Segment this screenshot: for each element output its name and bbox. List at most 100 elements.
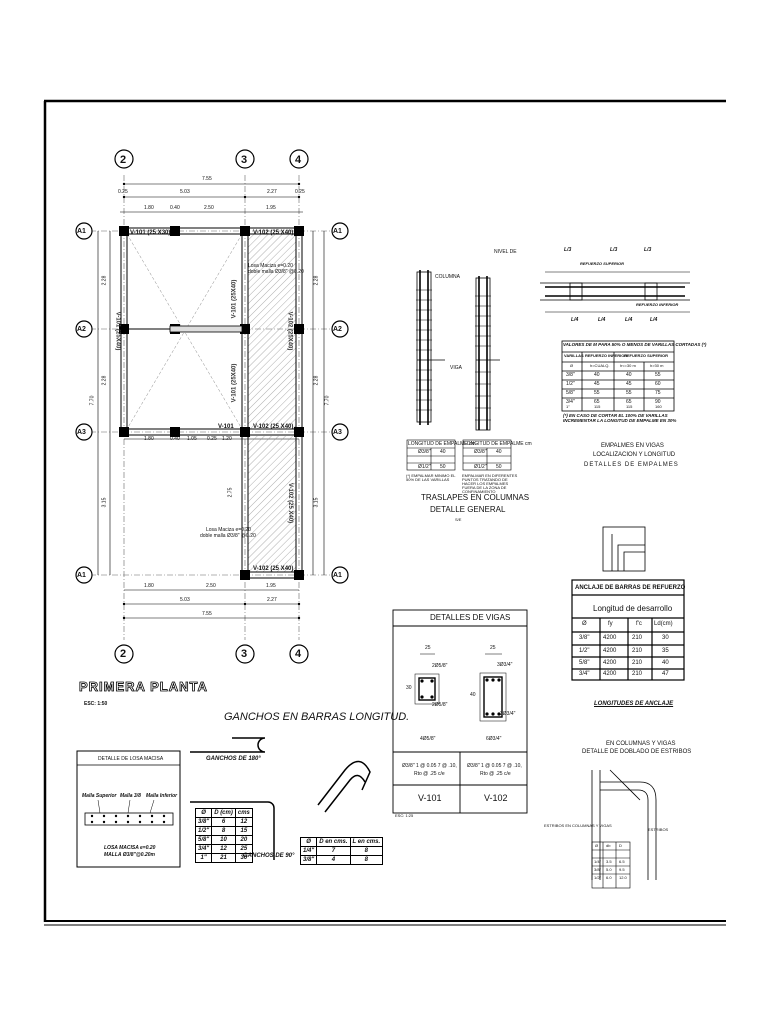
dim-t1: 1.80	[144, 205, 154, 211]
column-scale: S/E	[455, 517, 462, 522]
table-cell: 10	[211, 835, 236, 845]
splice-r4-c2: 65	[594, 399, 600, 405]
beam-label-vertical-right: V-102 (25X40)	[286, 311, 293, 351]
dim-m3: 1.05	[187, 436, 197, 442]
anchor-r2-c2: 4200	[603, 648, 617, 654]
dim-b-top: 2.27	[267, 189, 277, 195]
beam-v101-total-bars: 4Ø5/8"	[420, 736, 436, 742]
hook-180-label: GANCHOS DE 180°	[206, 756, 261, 762]
beam-details-scale: ESC: 1:25	[395, 813, 414, 818]
column-label: COLUMNA	[435, 274, 461, 280]
table-cell: 3/4"	[194, 844, 213, 854]
splice-r1-c2: 40	[594, 372, 600, 378]
axis-label-2-top: 2	[120, 154, 127, 166]
anchor-r2-c1: 1/2"	[579, 648, 590, 654]
slab-detail-note-1: LOSA MACISA e=0.20	[104, 845, 156, 851]
beam-label-vertical-right-2: V-102 (25 X40)	[287, 482, 294, 524]
splice-caption-3: DETALLES DE EMPALMES	[584, 462, 679, 468]
dim-bottom-a: 5.03	[180, 597, 190, 603]
beam-v101-stirrups: Ø3/8" 1 @ 0.05 7 @ .10,	[402, 763, 457, 769]
column-table-a-r1c1: Ø3/8"	[418, 449, 431, 455]
table-cell: 5/8"	[194, 835, 213, 845]
splice-head-2: REFUERZO INFERIOR	[585, 353, 628, 358]
splice-r5-c1: 1"	[566, 404, 570, 409]
table-cell: 3/8"	[299, 855, 318, 865]
beam-label-v101-mid: V-101	[218, 424, 234, 430]
column-table-b-r2c1: Ø1/2"	[474, 464, 487, 470]
table-cell: 20	[234, 835, 253, 845]
dim-bottom-b: 2.27	[267, 597, 277, 603]
slab-note-4: doble malla Ø3/8" @0.20	[200, 533, 256, 539]
dim-left-1: 2.28	[101, 275, 108, 286]
beam-v101-top-bars: 2Ø5/8"	[432, 663, 448, 669]
column-table-b-r2c2: 50	[496, 464, 502, 470]
dim-bottom-total: 7.55	[202, 611, 212, 617]
table-cell: 1/4"	[299, 846, 318, 856]
column-table-a-r1c2: 40	[440, 449, 446, 455]
slab-detail-note-2: MALLA Ø3/8"@0.20m	[104, 852, 155, 858]
table-cell: 3/8"	[194, 817, 213, 827]
splice-sub-1: Ø	[570, 363, 574, 368]
anchor-r3-c2: 4200	[603, 660, 617, 666]
dim-c2: 0.25	[295, 189, 305, 195]
stirrup-r2-c2: 5.0	[606, 867, 612, 872]
dim-right-1: 2.28	[313, 275, 320, 286]
dim-m5: 1.20	[222, 436, 232, 442]
stirrup-caption-2: DETALLE DE DOBLADO DE ESTRIBOS	[582, 749, 692, 755]
anchor-subtitle: Longitud de desarrollo	[593, 604, 673, 613]
plan-title: PRIMERA PLANTA	[79, 679, 208, 694]
slab-note-2: doble malla Ø3/8" @0.20	[248, 269, 304, 275]
column-table-a-r2c2: 50	[440, 464, 446, 470]
stirrup-r1-c3: 6.5	[619, 859, 625, 864]
beam-v102-width: 25	[490, 645, 496, 651]
axis-label-a3-left: A3	[77, 429, 86, 436]
table-cell: cms	[234, 808, 253, 818]
dim-m2: 0.40	[170, 436, 180, 442]
axis-label-a1-left: A1	[77, 228, 86, 235]
splice-r1-c1: 3/8"	[566, 372, 575, 378]
beam-v101-width: 25	[425, 645, 431, 651]
beam-name-v101: V-101	[418, 793, 442, 803]
anchor-r1-c1: 3/8"	[579, 635, 590, 641]
dim-left-2: 2.28	[101, 375, 108, 386]
splice-r3-c3: 55	[626, 390, 632, 396]
splice-bottom-reinforcement: REFUERZO INFERIOR	[636, 302, 679, 307]
column-table-a-r2c1: Ø1/2"	[418, 464, 431, 470]
splice-r4-c4: 90	[655, 399, 661, 405]
stirrup-r3-c2: 6.0	[606, 875, 612, 880]
anchor-head-4: Ld(cm)	[654, 621, 673, 627]
splice-r3-c1: 5/8"	[566, 390, 575, 396]
splice-r3-c2: 55	[594, 390, 600, 396]
beam-v102-top-bars: 3Ø3/4"	[497, 662, 513, 668]
stirrup-r1-c2: 3.5	[606, 859, 612, 864]
splice-l4-a: L/4	[571, 317, 579, 323]
axis-label-a3-right: A3	[333, 429, 342, 436]
beam-v102-stirrups-rest: Rto @ .25 c/e	[480, 771, 511, 777]
splice-caption-1: EMPALMES EN VIGAS	[601, 443, 664, 449]
anchor-r2-c3: 210	[632, 648, 643, 654]
column-level-label: NIVEL DE	[494, 249, 517, 255]
dim-mid-vertical: 2.75	[227, 487, 234, 498]
beam-v101-stirrups-rest: Rto @ .25 c/e	[414, 771, 445, 777]
dim-right-total: 7.70	[324, 395, 331, 406]
beam-label-vertical-left: V-101 (25X40)	[114, 311, 121, 351]
beam-v102-total-bars: 6Ø3/4"	[486, 736, 502, 742]
axis-label-4-bottom: 4	[295, 648, 302, 660]
table-cell: 8	[349, 846, 384, 856]
beam-details-title: DETALLES DE VIGAS	[430, 613, 511, 622]
splice-r5-c3: 115	[626, 404, 633, 409]
dim-c1: 0.25	[118, 189, 128, 195]
table-cell: 8	[211, 826, 236, 836]
anchor-r1-c2: 4200	[603, 635, 617, 641]
anchor-head-3: f'c	[636, 621, 642, 627]
splice-caption-2: LOCALIZACION Y LONGITUD	[593, 452, 676, 458]
axis-label-a2-right: A2	[333, 326, 342, 333]
table-cell: 7	[316, 846, 351, 856]
